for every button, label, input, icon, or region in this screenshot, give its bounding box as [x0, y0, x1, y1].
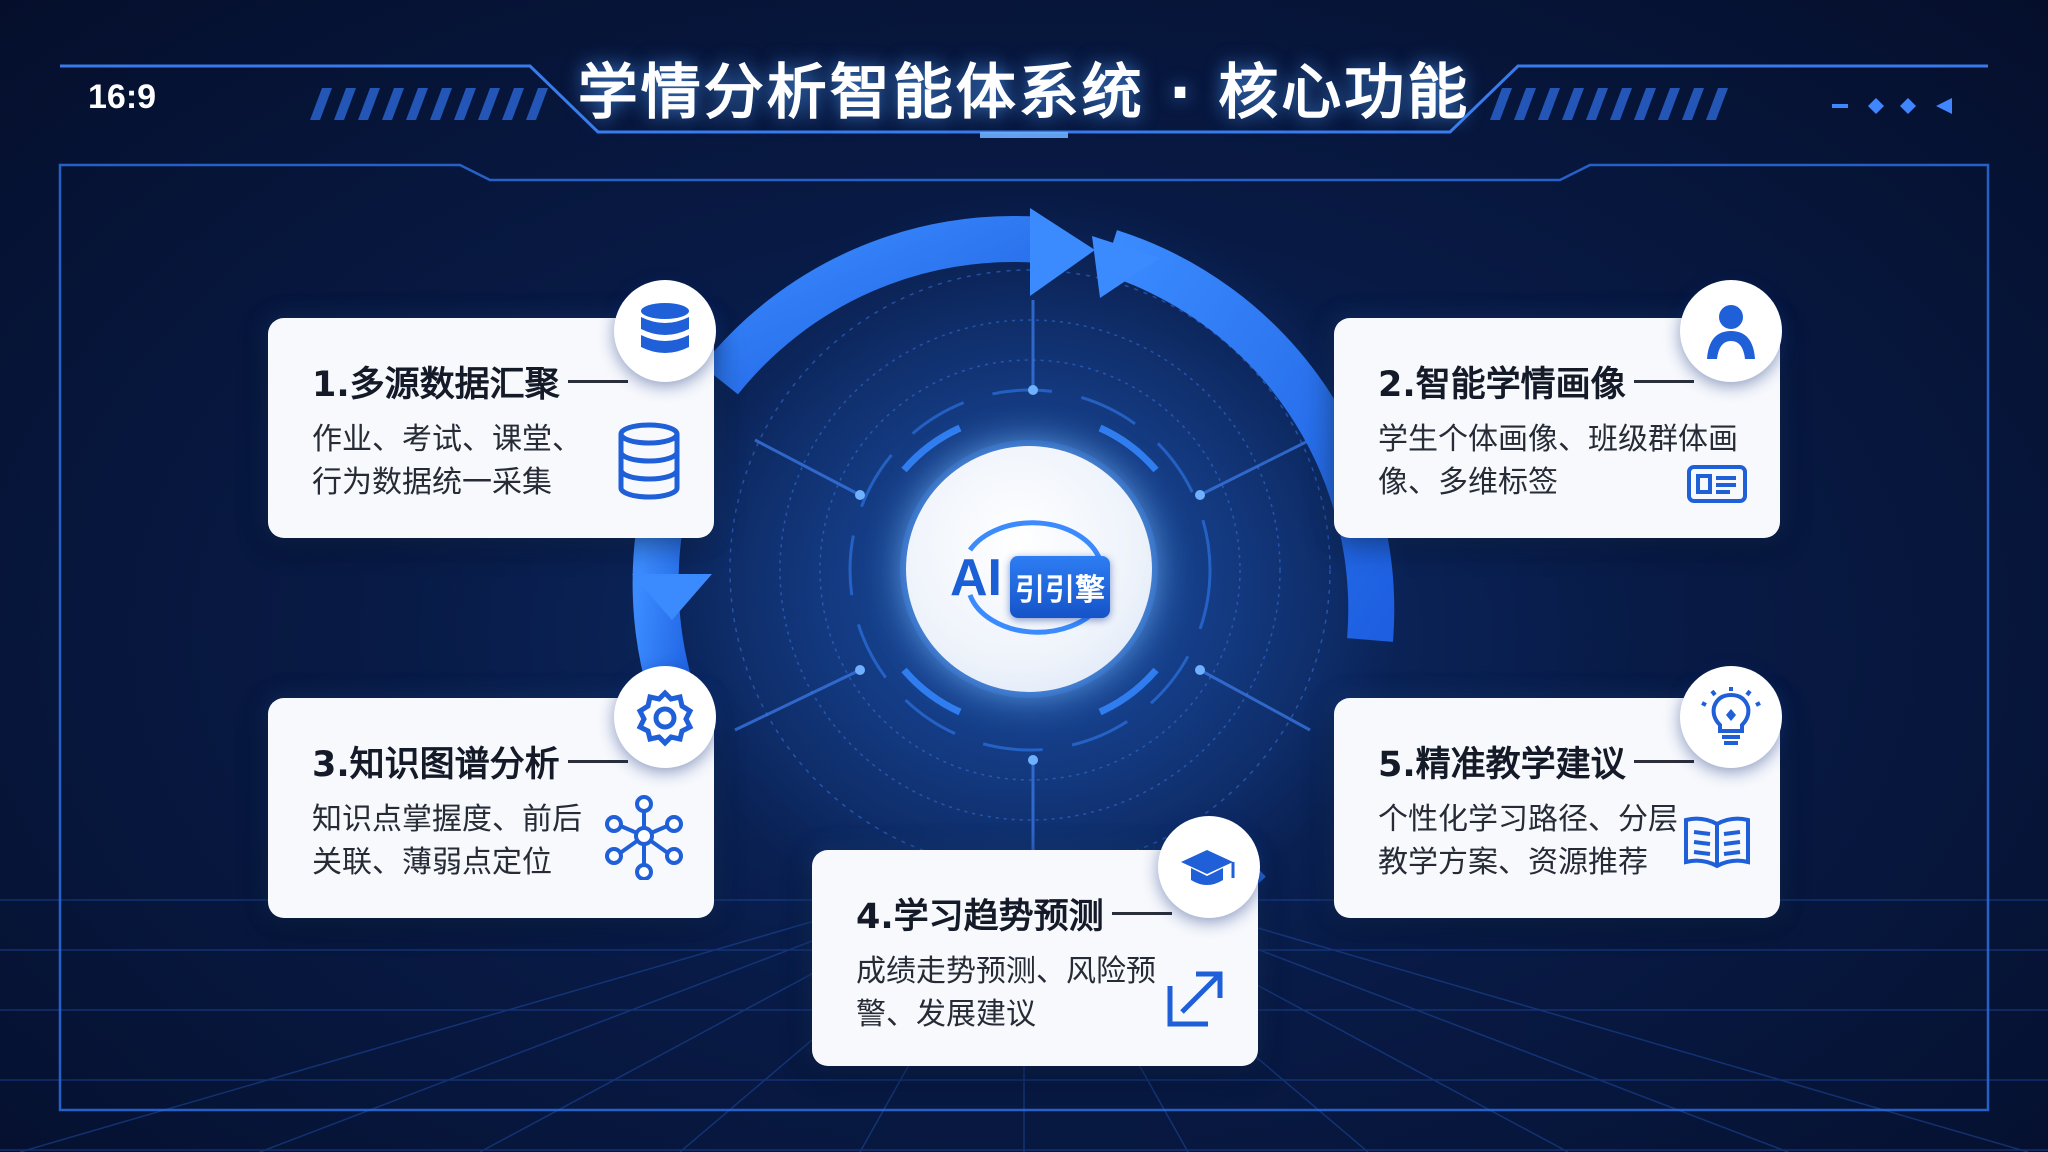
card-description: 个性化学习路径、分层 教学方案、资源推荐	[1378, 802, 1678, 880]
aspect-ratio-label: 16:9	[88, 78, 157, 116]
trend-arrow-icon	[1167, 971, 1223, 1027]
database-stack-icon	[618, 422, 680, 500]
card-title: 4.学习趋势预测	[856, 888, 1172, 939]
id-card-icon	[1687, 465, 1747, 503]
outer-frame	[58, 163, 1990, 1112]
card-title: 3.知识图谱分析	[312, 736, 628, 787]
lightbulb-icon	[1701, 687, 1761, 745]
user-icon	[1707, 305, 1755, 359]
badge-graduation	[1158, 816, 1260, 918]
hub-swirl	[967, 520, 1103, 635]
cycle-arrowheads	[632, 208, 1160, 620]
engine-label: 引引擎	[1010, 556, 1110, 618]
page-title: 学情分析智能体系统 · 核心功能	[577, 58, 1471, 128]
header-stripes-left	[310, 88, 548, 120]
header-glow-bar	[980, 132, 1068, 138]
card-description: 学生个体画像、班级群体画 像、多维标签	[1378, 422, 1738, 500]
ai-label: AI	[950, 549, 1002, 607]
card-description: 作业、考试、课堂、 行为数据统一采集	[312, 422, 582, 500]
gear-icon	[636, 689, 694, 747]
badge-lightbulb	[1680, 666, 1782, 768]
card-description: 成绩走势预测、风险预 警、发展建议	[856, 954, 1156, 1032]
badge-user	[1680, 280, 1782, 382]
card-title: 1.多源数据汇聚	[312, 356, 628, 407]
header-stripes-right	[1490, 88, 1728, 120]
graduation-cap-icon	[1181, 850, 1235, 885]
open-book-icon	[1684, 816, 1750, 869]
badge-database	[614, 280, 716, 382]
spokes	[734, 300, 1311, 850]
card-title: 5.精准教学建议	[1378, 736, 1694, 787]
badge-gear	[614, 666, 716, 768]
spoke-dots	[855, 385, 1205, 765]
header-dots-right	[1832, 98, 1952, 114]
network-graph-icon	[605, 795, 683, 880]
feature-card-5[interactable]: 5.精准教学建议 个性化学习路径、分层 教学方案、资源推荐	[1334, 698, 1780, 918]
card-title: 2.智能学情画像	[1378, 356, 1694, 407]
database-icon	[641, 303, 689, 353]
card-description: 知识点掌握度、前后 关联、薄弱点定位	[312, 802, 582, 880]
